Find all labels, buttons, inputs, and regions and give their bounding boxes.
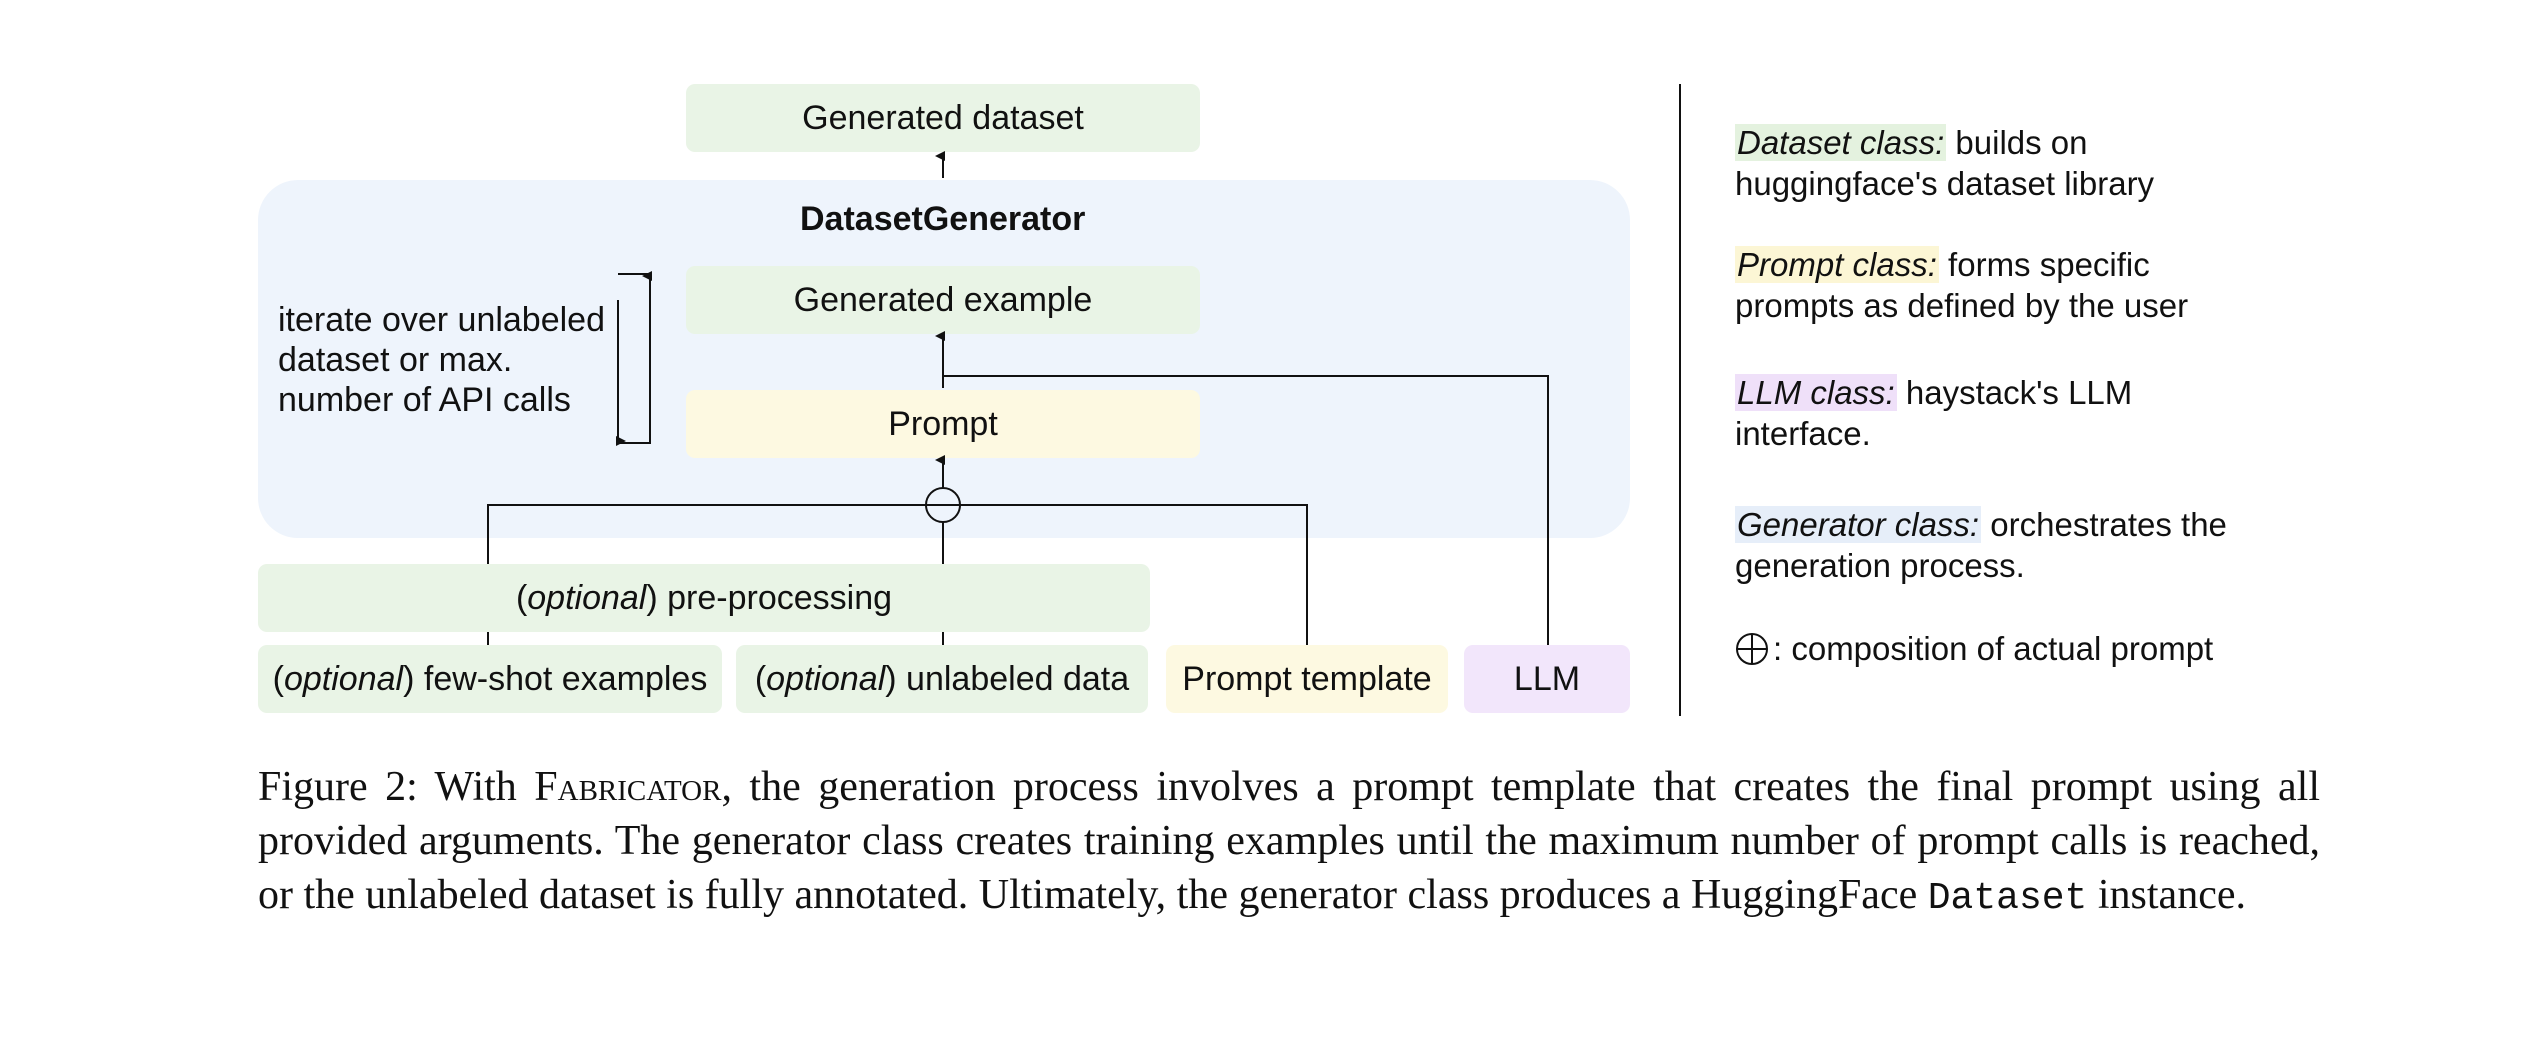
iterate-note-line: dataset or max. xyxy=(278,341,513,379)
few-shot-examples-box: (optional) few-shot examples xyxy=(258,645,722,713)
legend-llm-desc: haystack's LLM xyxy=(1896,374,2133,411)
llm-box: LLM xyxy=(1464,645,1630,713)
legend-prompt-term: Prompt class: xyxy=(1735,246,1939,283)
circled-plus-icon xyxy=(1736,633,1768,665)
prompt-template-box: Prompt template xyxy=(1166,645,1448,713)
legend-prompt-desc: forms specific xyxy=(1938,246,2150,283)
iterate-note-line: number of API calls xyxy=(278,381,571,419)
unlabeled-data-box: (optional) unlabeled data xyxy=(736,645,1148,713)
generated-dataset-box: Generated dataset xyxy=(686,84,1200,152)
iterate-note: iterate over unlabeled dataset or max. n… xyxy=(278,300,605,420)
legend-prompt: Prompt class: forms specific prompts as … xyxy=(1735,244,2295,326)
legend-dataset-term: Dataset class: xyxy=(1735,124,1947,161)
legend-llm: LLM class: haystack's LLM interface. xyxy=(1735,372,2295,454)
iterate-note-line: iterate over unlabeled xyxy=(278,301,606,339)
prompt-label: Prompt xyxy=(888,404,998,443)
prompt-template-label: Prompt template xyxy=(1182,659,1432,698)
optional-marker: optional xyxy=(766,659,886,698)
prompt-box: Prompt xyxy=(686,390,1200,458)
unlabeled-data-text: unlabeled data xyxy=(896,659,1130,698)
caption-system-name: Fabricator xyxy=(534,764,722,810)
few-shot-connector xyxy=(487,504,926,564)
legend-dataset: Dataset class: builds on huggingface's d… xyxy=(1735,122,2295,204)
legend-dataset-desc-2: huggingface's dataset library xyxy=(1735,165,2155,202)
figure-caption: Figure 2: With Fabricator, the generatio… xyxy=(258,760,2320,926)
legend-composition-text: : composition of actual prompt xyxy=(1773,630,2214,667)
legend-generator-desc-2: generation process. xyxy=(1735,547,2025,584)
caption-body: , the generation process involves a prom… xyxy=(258,764,2320,918)
llm-connector xyxy=(943,375,1549,645)
llm-label: LLM xyxy=(1513,659,1581,698)
preprocessing-box: (optional) pre-processing xyxy=(258,564,1150,632)
legend-composition: : composition of actual prompt xyxy=(1735,628,2295,669)
iterate-loop xyxy=(618,273,651,444)
preprocessing-label: (optional) pre-processing xyxy=(515,578,893,617)
legend-generator: Generator class: orchestrates the genera… xyxy=(1735,504,2295,586)
legend-dataset-desc: builds on xyxy=(1946,124,2088,161)
prompt-template-connector xyxy=(960,504,1308,645)
generated-example-box: Generated example xyxy=(686,266,1200,334)
dataset-generator-title: DatasetGenerator xyxy=(800,200,1086,238)
generated-example-label: Generated example xyxy=(793,280,1093,319)
caption-end: instance. xyxy=(2087,872,2246,918)
unlabeled-data-label: (optional) unlabeled data xyxy=(754,659,1130,698)
legend-generator-term: Generator class: xyxy=(1735,506,1982,543)
few-shot-examples-text: few-shot examples xyxy=(414,659,708,698)
optional-marker: optional xyxy=(527,578,647,617)
legend-llm-term: LLM class: xyxy=(1735,374,1897,411)
legend-prompt-desc-2: prompts as defined by the user xyxy=(1735,287,2189,324)
legend-llm-desc-2: interface. xyxy=(1735,415,1871,452)
optional-marker: optional xyxy=(283,659,404,698)
caption-code: Dataset xyxy=(1927,877,2088,920)
generated-dataset-label: Generated dataset xyxy=(802,98,1084,137)
legend-generator-desc: orchestrates the xyxy=(1981,506,2227,543)
few-shot-examples-label: (optional) few-shot examples xyxy=(272,659,708,698)
caption-prefix: Figure 2: With xyxy=(258,764,535,810)
preprocessing-text: pre-processing xyxy=(657,578,893,617)
